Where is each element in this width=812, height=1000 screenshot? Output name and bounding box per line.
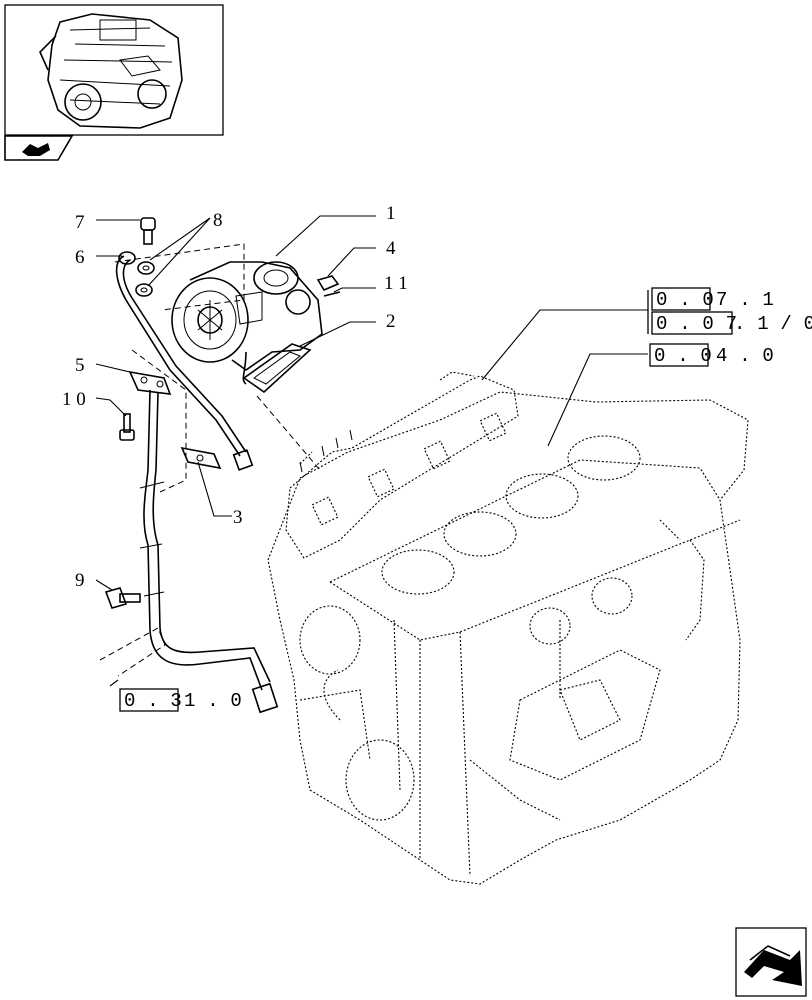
reference-link-4[interactable]: 0 . 3 1 . 0 — [109, 679, 242, 712]
callout-1: 1 — [386, 203, 396, 224]
part-7-banjo-bolt — [140, 217, 156, 245]
engine-thumbnail-icon — [4, 4, 224, 136]
leader-lines — [95, 215, 648, 591]
part-8-sealing-washers — [135, 261, 155, 297]
callout-7: 7 — [75, 212, 85, 233]
reference-3-suffix: 4 . 0 — [716, 345, 774, 367]
part-6-oil-feed-pipe — [115, 251, 254, 471]
reference-1-boxed: 0 . 0 — [656, 289, 714, 311]
callout-8: 8 — [213, 210, 223, 231]
engine-block — [267, 371, 749, 885]
callout-4: 4 — [386, 238, 396, 259]
reference-3-boxed: 0 . 0 — [654, 345, 712, 367]
reference-link-1[interactable]: 0 . 0 7 . 1 — [647, 287, 774, 334]
callout-2: 2 — [386, 311, 396, 332]
part-1-turbocharger — [171, 261, 323, 385]
reference-link-3[interactable]: 0 . 0 4 . 0 — [649, 343, 774, 367]
part-10-bolt — [119, 413, 135, 441]
callout-11: 1 1 — [384, 273, 408, 294]
reference-4-boxed: 0 . 3 — [124, 690, 182, 712]
callout-10: 1 0 — [62, 389, 86, 410]
part-4-spacer — [316, 275, 340, 292]
callout-3: 3 — [233, 507, 243, 528]
next-page-arrow-icon[interactable] — [735, 927, 807, 997]
reference-2-suffix: . 1 / 0 — [734, 313, 812, 335]
part-3-flange-gasket — [180, 446, 222, 470]
part-2-gasket — [242, 343, 312, 394]
part-9-bolt — [104, 587, 141, 609]
reference-1-suffix: 7 . 1 — [716, 289, 774, 311]
section-flag-icon — [4, 135, 74, 161]
part-11-pin — [323, 291, 341, 297]
reference-4-suffix: 1 . 0 — [184, 690, 242, 712]
oil-drain-pipe — [139, 389, 279, 714]
reference-2-boxed: 0 . 0 7 — [656, 313, 737, 335]
reference-link-2[interactable]: 0 . 0 7 . 1 / 0 — [651, 311, 812, 335]
callout-9: 9 — [75, 570, 85, 591]
callout-6: 6 — [75, 247, 85, 268]
part-5-drain-flange — [128, 370, 172, 395]
callout-5: 5 — [75, 355, 85, 376]
